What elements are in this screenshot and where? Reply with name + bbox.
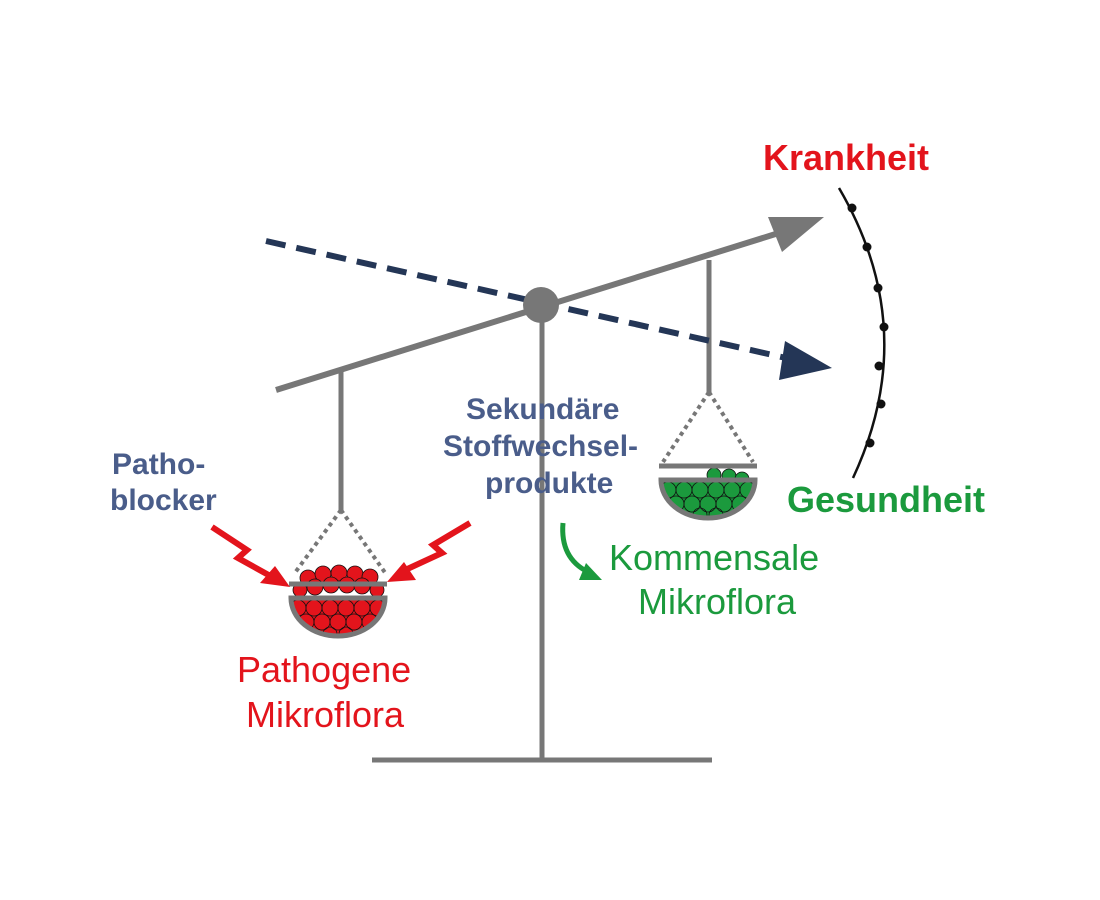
lightning-arrow-icon-right [387,520,472,582]
right-basket-ropes [661,390,755,464]
scale-arc-ticks [847,203,889,448]
dashed-trend-line [265,238,796,363]
lightning-arrow-icon [210,524,290,587]
label-metabolites-1: Sekundäre [466,393,620,426]
label-commensal-2: Mikroflora [638,581,797,622]
label-pathoblocker-1: Patho- [112,448,206,481]
curved-green-arrow-icon [560,522,602,580]
pivot-circle-icon [523,287,559,323]
left-basket-ropes [292,508,388,576]
beam-arrowhead-icon [768,217,824,252]
pathogenic-basket [288,564,388,639]
label-pathogenic-2: Mikroflora [246,694,405,735]
dashed-arrowhead-icon [779,341,832,380]
scale-arc [837,187,886,479]
red-balls-top [292,564,385,598]
label-gesundheit: Gesundheit [787,479,986,520]
label-pathogenic-1: Pathogene [237,649,412,690]
label-krankheit: Krankheit [763,137,930,178]
commensal-basket [658,463,758,521]
label-commensal-1: Kommensale [609,537,820,578]
label-pathoblocker-2: blocker [110,484,217,517]
label-metabolites-2: Stoffwechsel- [443,430,639,463]
label-metabolites-3: produkte [485,467,614,500]
